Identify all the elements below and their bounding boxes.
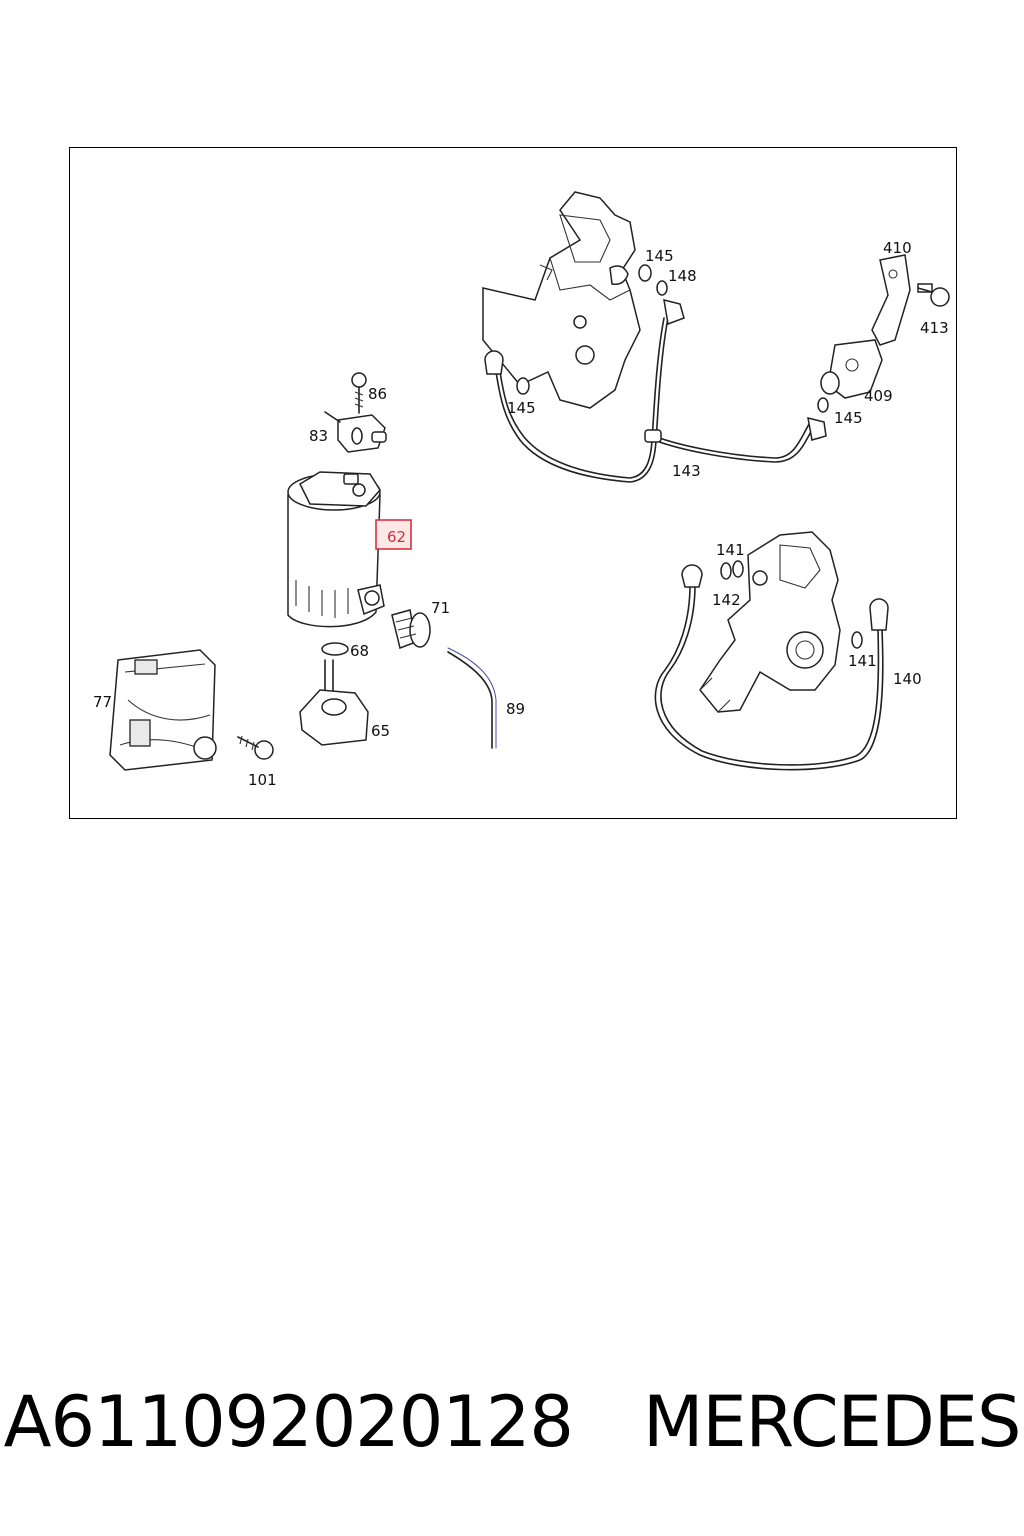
- label-409: 409: [864, 387, 893, 405]
- label-101: 101: [248, 771, 277, 789]
- seal-68: [321, 642, 349, 656]
- label-145-top: 145: [645, 247, 674, 265]
- seal-145-left: [516, 377, 530, 395]
- seal-145-right: [817, 397, 829, 413]
- label-77: 77: [93, 693, 112, 711]
- label-68: 68: [350, 642, 369, 660]
- screw-101: [237, 735, 274, 760]
- injection-pump-upper: [482, 191, 641, 409]
- fuel-line-143: [484, 298, 827, 483]
- parts-diagram: 145 148 145 145 143 410 413 409 86 83 62…: [93, 191, 950, 789]
- label-142: 142: [712, 591, 741, 609]
- seal-142: [732, 560, 744, 578]
- label-141-right: 141: [848, 652, 877, 670]
- seal-141-a: [720, 562, 732, 580]
- highlight-box-62: [375, 519, 412, 550]
- sensor-83: [324, 411, 387, 453]
- label-65: 65: [371, 722, 390, 740]
- water-sensor-65: [299, 659, 369, 746]
- brand-name: MERCEDES: [642, 1381, 1021, 1463]
- high-pressure-pump: [699, 531, 841, 713]
- label-143: 143: [672, 462, 701, 480]
- label-141-top: 141: [716, 541, 745, 559]
- seal-145-top: [638, 264, 652, 282]
- part-number: A611092020128: [3, 1381, 574, 1463]
- seal-148: [656, 280, 668, 296]
- bolt-86: [351, 372, 367, 414]
- label-145-right: 145: [834, 409, 863, 427]
- diagram-frame: [69, 147, 957, 819]
- label-89: 89: [506, 700, 525, 718]
- label-145-left: 145: [507, 399, 536, 417]
- tube-89: [447, 651, 493, 749]
- label-140: 140: [893, 670, 922, 688]
- label-148: 148: [668, 267, 697, 285]
- label-413: 413: [920, 319, 949, 337]
- bracket-77: [109, 649, 217, 771]
- label-83: 83: [309, 427, 328, 445]
- bracket-409-410: [820, 254, 911, 399]
- label-86: 86: [368, 385, 387, 403]
- heater-71: [391, 609, 431, 649]
- label-71: 71: [431, 599, 450, 617]
- label-410: 410: [883, 239, 912, 257]
- pressure-line-140: [654, 564, 889, 771]
- label-62: 62: [387, 528, 406, 546]
- bolt-413: [917, 283, 950, 307]
- seal-141-b: [851, 631, 863, 649]
- fuel-filter-62: [287, 471, 385, 628]
- caption: A611092020128 MERCEDES: [0, 1372, 1024, 1472]
